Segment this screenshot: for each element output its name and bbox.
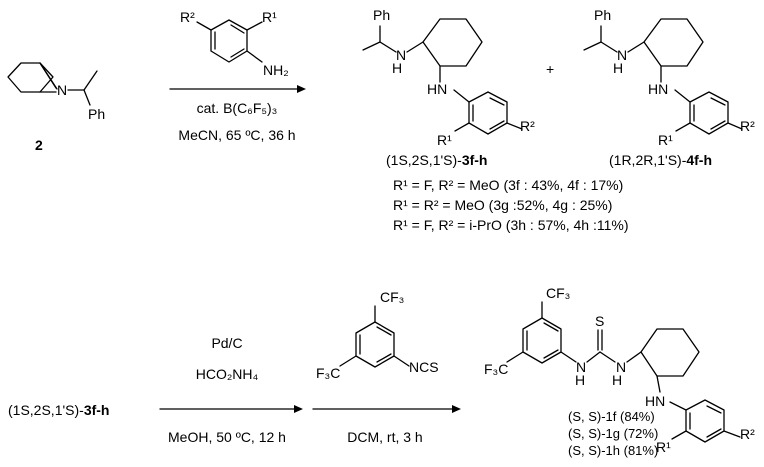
svg-text:H: H xyxy=(392,60,402,76)
product-cf3-left: F₃C xyxy=(484,361,508,377)
isothio-cf3-top: CF₃ xyxy=(380,289,404,305)
yield-line-3h: R¹ = F, R² = i-PrO (3h : 57%, 4h :11%) xyxy=(393,217,628,233)
final-yield-1f: (S, S)-1f (84%) xyxy=(568,409,655,424)
product1-label: (1S,2S,1'S)-3f-h xyxy=(386,152,487,168)
product1-r1: R¹ xyxy=(437,132,452,148)
aniline-reagent: R² R¹ NH₂ xyxy=(180,9,289,78)
reaction-arrow-2 xyxy=(159,405,303,413)
product1-r2: R² xyxy=(520,118,535,134)
svg-text:H: H xyxy=(575,372,585,388)
final-yield-1g: (S, S)-1g (72%) xyxy=(568,426,658,441)
product-cf3-top: CF₃ xyxy=(546,285,570,301)
yield-line-3g: R¹ = R² = MeO (3g :52%, 4g : 25%) xyxy=(393,197,612,213)
arrow2-reagent-line1: Pd/C xyxy=(211,335,242,351)
aziridine-2: N Ph 2 xyxy=(7,62,105,153)
product2-hn: HN xyxy=(648,81,668,97)
arrow1-reagent-line1: cat. B(C₆F₅)₃ xyxy=(197,100,278,116)
aniline-nh2: NH₂ xyxy=(263,62,289,78)
product1-ph: Ph xyxy=(373,7,390,23)
svg-text:N: N xyxy=(396,47,406,63)
compound-2-label: 2 xyxy=(35,137,43,153)
product-r2: R² xyxy=(740,426,755,442)
svg-text:N: N xyxy=(617,47,627,63)
aniline-r2: R² xyxy=(180,9,195,25)
isothiocyanate-reagent: CF₃ F₃C NCS xyxy=(316,289,439,381)
reaction2-start-label: (1S,2S,1'S)-3f-h xyxy=(8,402,109,418)
svg-text:H: H xyxy=(612,372,622,388)
arrow2-reagent-line3: MeOH, 50 ºC, 12 h xyxy=(168,429,286,445)
product-4f-h: Ph N H HN R¹ R² xyxy=(583,7,755,148)
aniline-r1: R¹ xyxy=(262,9,277,25)
svg-text:HN: HN xyxy=(645,393,665,409)
arrow1-reagent-line2: MeCN, 65 ºC, 36 h xyxy=(178,127,295,143)
product-r1: R¹ xyxy=(656,439,671,455)
plus-sign: + xyxy=(546,61,554,77)
aziridine-n: N xyxy=(57,82,67,98)
product2-label: (1R,2R,1'S)-4f-h xyxy=(609,152,712,168)
reaction-arrow-1 xyxy=(169,85,306,93)
product2-r2: R² xyxy=(740,118,755,134)
reaction-arrow-3 xyxy=(312,405,461,413)
arrow2-reagent-line2: HCO₂NH₄ xyxy=(196,366,259,382)
yield-line-3f: R¹ = F, R² = MeO (3f : 43%, 4f : 17%) xyxy=(393,177,623,193)
svg-text:N: N xyxy=(576,359,586,375)
thiourea-product: CF₃ F₃C N H S N H HN R¹ R² xyxy=(484,285,755,455)
svg-text:N: N xyxy=(616,359,626,375)
isothio-cf3-left: F₃C xyxy=(316,365,340,381)
arrow3-reagent: DCM, rt, 3 h xyxy=(347,429,422,445)
product-3f-h: Ph N H HN R¹ R² xyxy=(362,7,535,148)
product-s: S xyxy=(595,313,604,329)
final-yield-1h: (S, S)-1h (81%) xyxy=(568,443,658,458)
product1-hn: HN xyxy=(427,81,447,97)
aziridine-ph: Ph xyxy=(88,106,105,122)
svg-text:H: H xyxy=(613,60,623,76)
product2-r1: R¹ xyxy=(658,132,673,148)
product2-ph: Ph xyxy=(594,7,611,23)
isothio-ncs: NCS xyxy=(409,359,439,375)
